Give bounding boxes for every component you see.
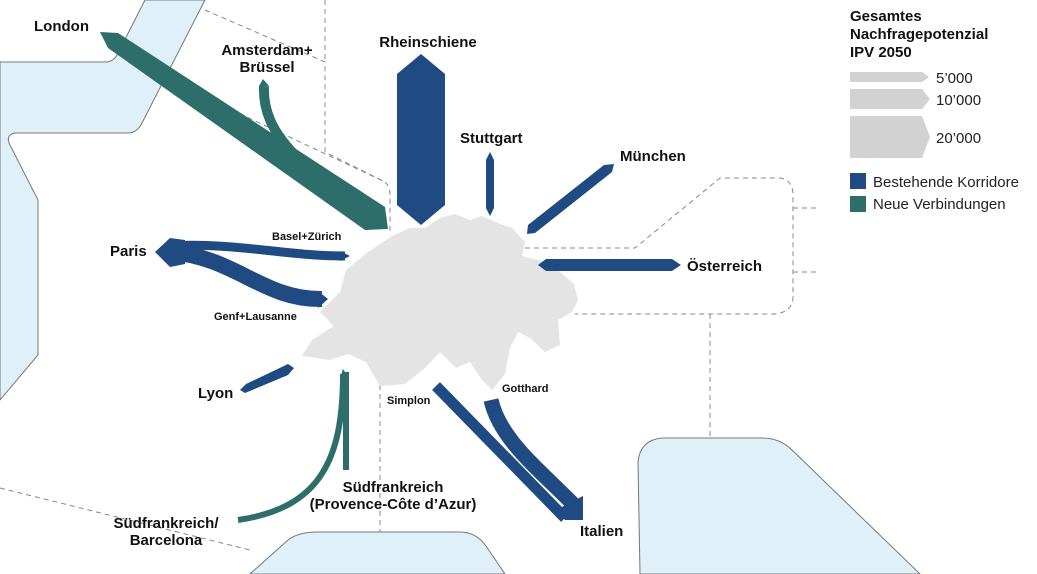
arrow-stuttgart: [486, 152, 494, 216]
label-barcelona: Barcelona: [130, 532, 203, 549]
label-simplon: Simplon: [387, 395, 431, 407]
arrow-oesterreich: [538, 259, 681, 271]
arrow-gotthard: [483, 398, 581, 512]
label-stuttgart: Stuttgart: [460, 130, 523, 147]
legend-swatch-existing: [850, 173, 866, 189]
label-muenchen: München: [620, 148, 686, 165]
label-suedfrankreich: Südfrankreich: [343, 479, 444, 496]
legend-scale-label: 20’000: [936, 130, 981, 147]
legend-new-label: Neue Verbindungen: [873, 196, 1006, 213]
legend-scale-label: 10’000: [936, 92, 981, 109]
arrow-rheinschiene: [397, 54, 445, 225]
label-oesterreich: Österreich: [687, 258, 762, 275]
label-amsterdam: Amsterdam+: [221, 42, 313, 59]
label-london: London: [34, 18, 89, 35]
arrow-paris-genf: [167, 244, 323, 308]
arrow-lyon: [240, 364, 294, 393]
label-genf-lausanne: Genf+Lausanne: [214, 311, 297, 323]
label-rheinschiene: Rheinschiene: [379, 34, 477, 51]
switzerland-shape: [302, 214, 578, 390]
water-adriatic: [637, 437, 921, 574]
legend: Gesamtes Nachfragepotenzial IPV 2050 5’0…: [850, 8, 1019, 213]
legend-title: Nachfragepotenzial: [850, 26, 988, 43]
label-italien: Italien: [580, 523, 623, 540]
map-labels: London Amsterdam+ Brüssel Rheinschiene S…: [34, 18, 762, 549]
label-bruessel: Brüssel: [239, 59, 294, 76]
arrow-amsterdam: [258, 85, 383, 229]
legend-scale-label: 5’000: [936, 70, 973, 87]
label-basel-zuerich: Basel+Zürich: [272, 231, 342, 243]
legend-scale-20000: [850, 116, 930, 158]
legend-scale-10000: [850, 89, 930, 109]
existing-corridors: [155, 54, 681, 522]
legend-scale-5000: [850, 72, 929, 82]
label-suedfrankreich-barcelona: Südfrankreich/: [113, 515, 219, 532]
arrow-simplon: [432, 382, 569, 522]
legend-existing-label: Bestehende Korridore: [873, 174, 1019, 191]
label-lyon: Lyon: [198, 385, 233, 402]
label-gotthard: Gotthard: [502, 383, 548, 395]
arrow-paris-basel: [167, 240, 346, 261]
arrow-barcelona: [237, 373, 346, 523]
water-atlantic: [0, 0, 206, 401]
new-connections: [100, 32, 388, 523]
legend-title: IPV 2050: [850, 44, 912, 61]
label-provence: (Provence-Côte d’Azur): [310, 496, 477, 513]
water-mediterranean: [249, 531, 506, 574]
arrow-muenchen: [527, 164, 614, 234]
label-paris: Paris: [110, 243, 147, 260]
country-borders: [0, 0, 820, 551]
legend-title: Gesamtes: [850, 8, 922, 25]
legend-swatch-new: [850, 196, 866, 212]
